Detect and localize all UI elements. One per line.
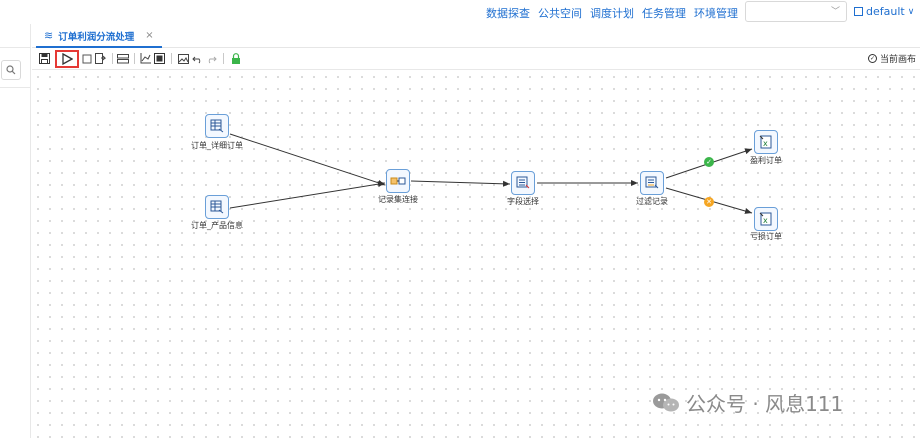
table-input-icon — [210, 119, 224, 133]
node-profit-orders[interactable]: x — [754, 130, 778, 154]
node-label: 记录集连接 — [378, 195, 418, 204]
toolbar-separator — [112, 53, 113, 64]
lock-button[interactable] — [229, 52, 242, 65]
undo-button[interactable] — [191, 52, 204, 65]
excel-output-icon: x — [759, 212, 772, 226]
metrics-button[interactable] — [153, 52, 166, 65]
hop-true-badge: ✓ — [704, 157, 714, 167]
node-product-info[interactable] — [205, 195, 229, 219]
stop-icon — [82, 54, 91, 63]
divider — [0, 87, 31, 88]
tab-title: 订单利润分流处理 — [58, 31, 135, 43]
search-button[interactable] — [1, 60, 21, 80]
toolbar-separator — [134, 53, 135, 64]
toolbar-separator — [171, 53, 172, 64]
left-panel — [0, 24, 31, 438]
top-nav-links: 数据探查 公共空间 调度计划 任务管理 环境管理 — [486, 5, 738, 21]
chart-button[interactable] — [139, 52, 152, 65]
search-icon — [6, 65, 16, 75]
chevron-down-icon: ﹀ — [830, 7, 840, 17]
workspace-select[interactable]: ﹀ — [745, 1, 847, 22]
chart-icon — [140, 53, 151, 64]
current-canvas-button[interactable]: ✓ 当前画布 — [867, 52, 916, 65]
transformation-icon: ≋ — [44, 29, 54, 42]
current-canvas-label: 当前画布 — [879, 55, 916, 65]
check-circle-icon: ✓ — [867, 54, 877, 63]
preview-icon — [95, 53, 106, 64]
lock-icon — [231, 53, 240, 64]
tab-bar: ≋ 订单利润分流处理 × — [32, 24, 920, 48]
watermark-text: 公众号 · 风息111 — [686, 392, 844, 416]
hop-n2-n3[interactable] — [229, 181, 386, 209]
node-label: 字段选择 — [507, 197, 539, 206]
hop-false-badge: ✕ — [704, 197, 714, 207]
svg-text:x: x — [763, 216, 768, 225]
node-label: 订单_详细订单 — [191, 141, 243, 150]
toolbar-separator — [223, 53, 224, 64]
nav-task-management[interactable]: 任务管理 — [642, 7, 686, 20]
node-label: 过滤记录 — [636, 197, 668, 206]
play-icon — [62, 53, 73, 65]
svg-text:x: x — [763, 139, 768, 148]
select-values-icon — [516, 176, 530, 189]
node-order-detail[interactable] — [205, 114, 229, 138]
redo-icon — [208, 56, 217, 63]
nav-data-explore[interactable]: 数据探查 — [486, 7, 530, 20]
close-tab-button[interactable]: × — [145, 30, 154, 41]
workspace-name: default — [866, 5, 905, 18]
layout-button[interactable] — [116, 52, 129, 65]
node-field-select[interactable] — [511, 171, 535, 195]
watermark: 公众号 · 风息111 — [652, 388, 843, 417]
join-icon — [390, 177, 406, 185]
excel-output-icon: x — [759, 135, 772, 149]
save-icon — [39, 53, 50, 64]
tab-order-profit-split[interactable]: ≋ 订单利润分流处理 × — [36, 25, 162, 48]
hop-n1-n3[interactable] — [229, 133, 386, 186]
filter-icon — [645, 176, 659, 189]
node-recordset-join[interactable] — [386, 169, 410, 193]
image-button[interactable] — [177, 52, 190, 65]
nav-environment-management[interactable]: 环境管理 — [694, 7, 738, 20]
table-input-icon — [210, 200, 224, 214]
node-loss-orders[interactable]: x — [754, 207, 778, 231]
top-nav: 数据探查 公共空间 调度计划 任务管理 环境管理 ﹀ default ∨ — [0, 0, 920, 24]
grid-icon — [116, 53, 129, 63]
node-label: 盈利订单 — [750, 156, 782, 165]
undo-icon — [192, 56, 201, 63]
workspace-switch[interactable]: default ∨ — [854, 5, 914, 18]
preview-button[interactable] — [94, 52, 107, 65]
node-label: 亏损订单 — [750, 232, 782, 241]
image-icon — [178, 53, 189, 64]
nav-public-space[interactable]: 公共空间 — [538, 7, 582, 20]
workspace-icon — [854, 7, 863, 16]
flow-canvas[interactable]: 订单_详细订单 订单_产品信息 记录集连接 字段选择 — [32, 71, 920, 438]
chevron-down-icon: ∨ — [907, 6, 915, 17]
stop-button[interactable] — [80, 52, 93, 65]
node-filter-records[interactable] — [640, 171, 664, 195]
metrics-icon — [154, 53, 165, 64]
toolbar: ✓ 当前画布 — [32, 48, 920, 70]
divider — [0, 47, 31, 48]
wechat-logo-icon — [653, 393, 679, 411]
hop-links — [229, 133, 753, 214]
redo-button[interactable] — [205, 52, 218, 65]
run-button[interactable] — [55, 50, 79, 68]
node-label: 订单_产品信息 — [191, 221, 243, 230]
hop-n3-n4[interactable] — [410, 180, 511, 187]
nav-schedule-plan[interactable]: 调度计划 — [590, 7, 634, 20]
save-button[interactable] — [38, 52, 51, 65]
